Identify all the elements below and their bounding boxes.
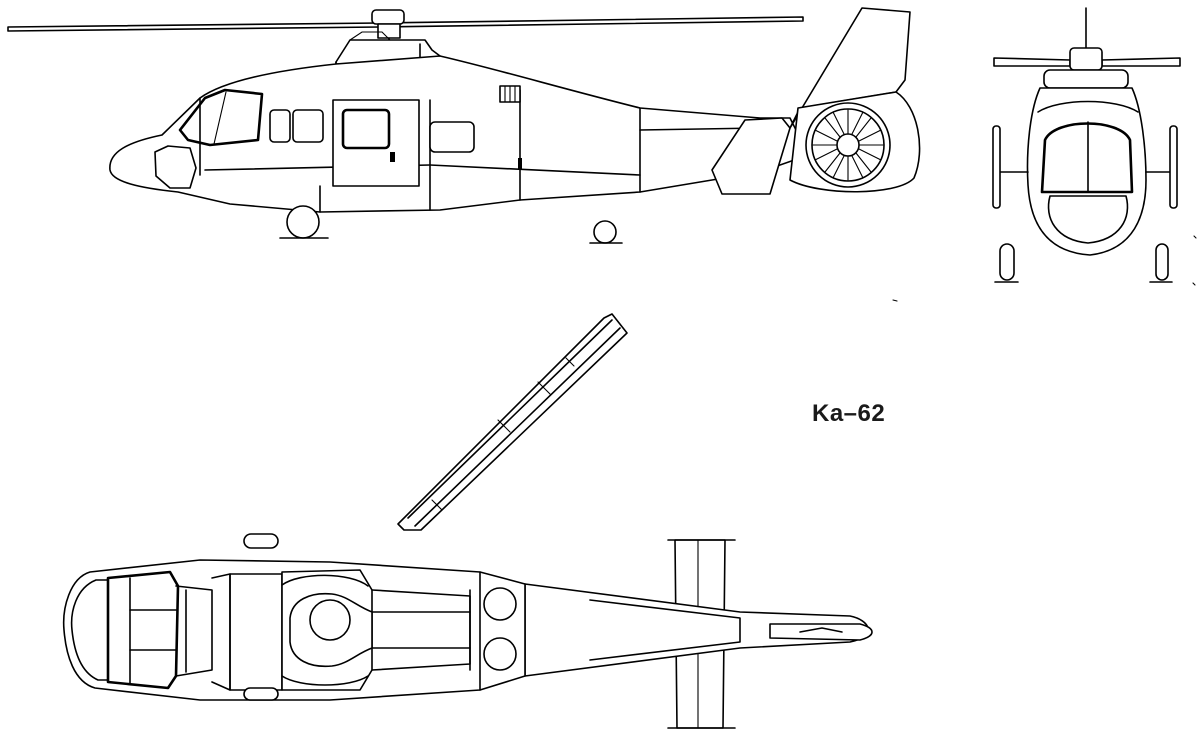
top-nose: [70, 579, 109, 681]
front-wheel-right: [1155, 243, 1169, 281]
front-engine-cowling: [1043, 69, 1129, 89]
main-wheel: [593, 220, 617, 244]
top-view: [62, 533, 873, 729]
nose-window: [154, 145, 197, 189]
cabin-window: [269, 109, 291, 143]
cabin-window: [292, 109, 324, 143]
sliding-door: [332, 99, 420, 187]
nose-wheel: [286, 205, 320, 239]
exhaust-right: [483, 637, 517, 671]
stabilizer-endplate-right: [1169, 125, 1178, 209]
top-wheel-left: [243, 533, 279, 549]
intake-grille: [499, 85, 522, 170]
front-wheel-left: [999, 243, 1015, 281]
main-rotor-front: [993, 57, 1071, 67]
fenestron-fan-blades: [812, 109, 884, 181]
rotor-blade: [397, 313, 628, 531]
tail-fin-top: [769, 623, 873, 641]
cockpit-windshield: [178, 88, 264, 147]
stabilizer-endplate-left: [992, 125, 1001, 209]
model-label: Ka–62: [812, 400, 886, 427]
side-view: [7, 7, 921, 244]
front-windshield: [1040, 122, 1134, 194]
main-rotor-side: [7, 9, 804, 49]
cabin-window: [429, 121, 475, 153]
top-wheel-right: [243, 687, 279, 701]
exhaust-left: [483, 587, 517, 621]
front-nose: [1047, 195, 1129, 244]
front-view: [992, 7, 1181, 283]
